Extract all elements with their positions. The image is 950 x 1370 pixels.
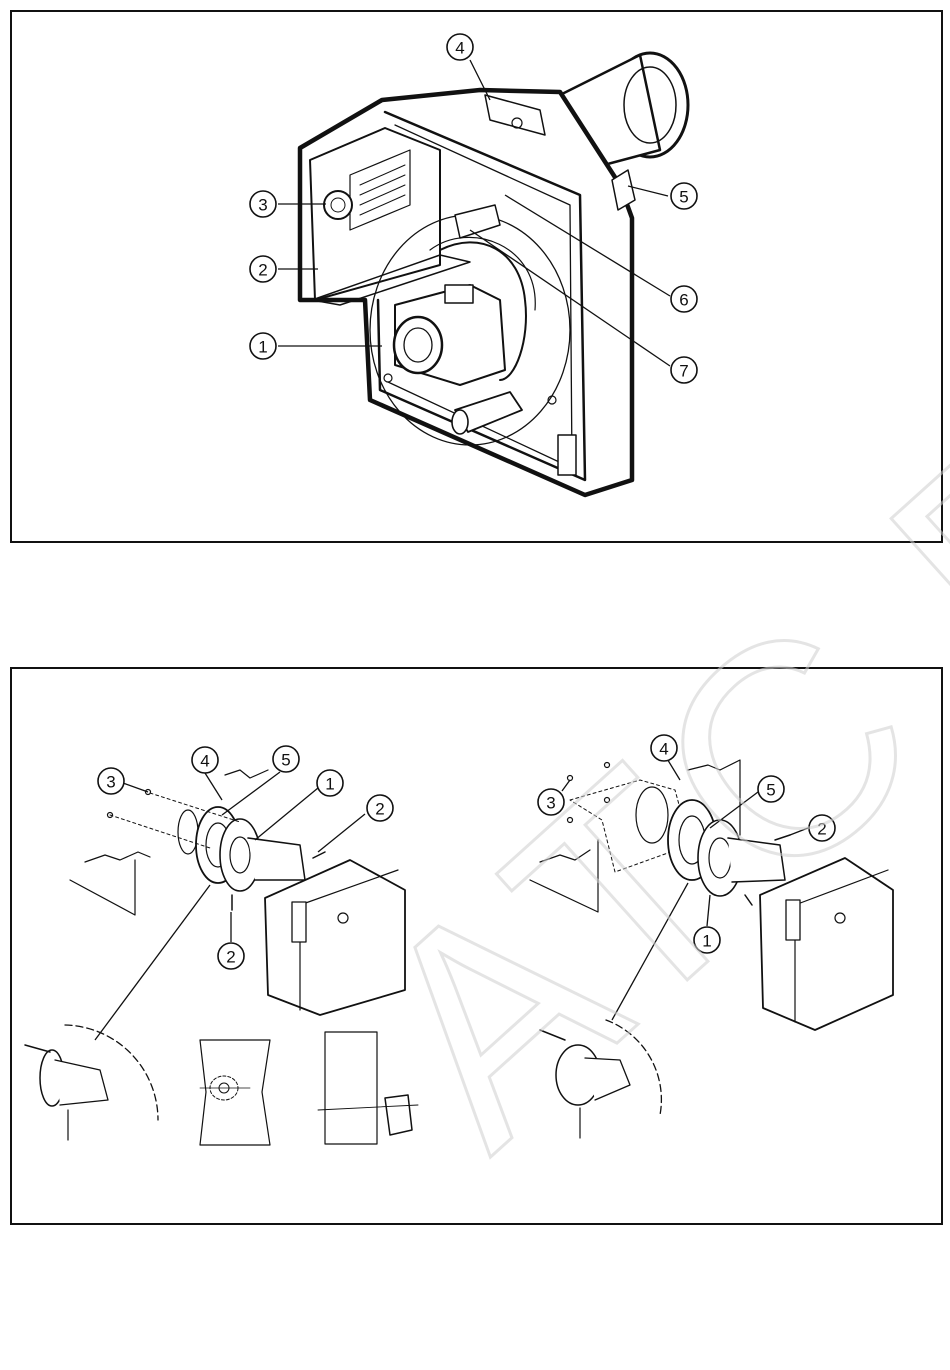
right-callout-4: 4: [651, 735, 677, 761]
left-callout-5: 5: [273, 746, 299, 772]
left-callout-4: 4: [192, 747, 218, 773]
left-callout-2-lower: 2: [218, 943, 244, 969]
right-callout-5: 5: [758, 776, 784, 802]
svg-text:1: 1: [702, 932, 711, 951]
svg-text:2: 2: [375, 800, 384, 819]
svg-text:3: 3: [106, 773, 115, 792]
left-callout-1: 1: [317, 770, 343, 796]
right-callout-1: 1: [694, 927, 720, 953]
svg-text:5: 5: [281, 751, 290, 770]
svg-text:4: 4: [200, 752, 209, 771]
svg-text:2: 2: [817, 820, 826, 839]
svg-text:5: 5: [766, 781, 775, 800]
left-callout-2-upper: 2: [367, 795, 393, 821]
svg-text:4: 4: [659, 740, 668, 759]
right-callout-2: 2: [809, 815, 835, 841]
left-callout-3: 3: [98, 768, 124, 794]
svg-text:1: 1: [325, 775, 334, 794]
svg-text:2: 2: [226, 948, 235, 967]
right-callout-3: 3: [538, 789, 564, 815]
svg-text:3: 3: [546, 794, 555, 813]
